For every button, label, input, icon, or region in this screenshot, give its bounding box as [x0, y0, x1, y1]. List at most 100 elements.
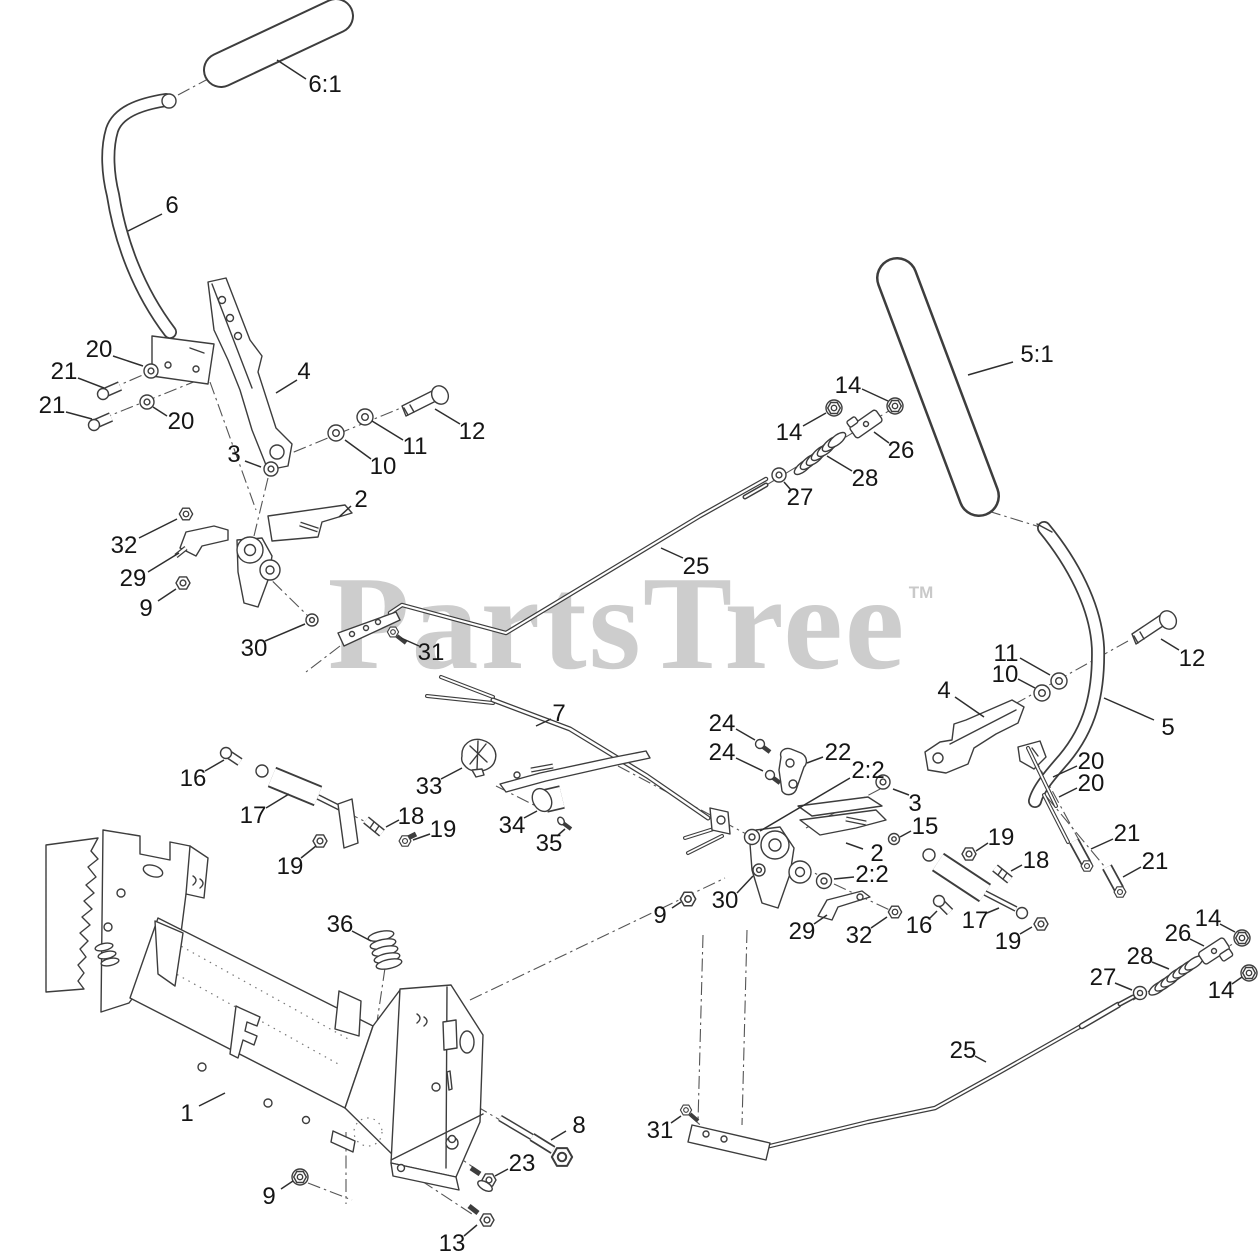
callout-label-19-22: 19	[277, 853, 304, 880]
callout-label-24-49: 24	[709, 739, 736, 766]
callout-leader-12	[138, 518, 178, 539]
callout-label-21-47: 21	[1142, 848, 1169, 875]
screw-24-b	[764, 769, 782, 785]
screw-23	[469, 1165, 497, 1192]
callout-leader-6	[275, 379, 298, 394]
callout-label-21-3: 21	[51, 358, 78, 385]
bushing-2-2-b	[815, 872, 833, 890]
callout-leader-53	[899, 830, 912, 838]
callout-label-3-10: 3	[227, 441, 240, 468]
callout-label-17-58: 17	[962, 907, 989, 934]
callout-label-12-39: 12	[1179, 645, 1206, 672]
part-pivot-assembly-2-right	[679, 774, 954, 921]
part-mount-plate-6	[151, 335, 215, 385]
part-screw-35	[557, 816, 573, 831]
part-brake-bracket-4-left	[207, 277, 293, 471]
callout-leader-62	[813, 914, 828, 925]
callout-label-10-41: 10	[992, 661, 1019, 688]
callout-label-5:1-33: 5:1	[1020, 341, 1053, 368]
callout-label-28-67: 28	[1127, 943, 1154, 970]
spring-28-a	[793, 431, 847, 476]
callout-label-20-5: 20	[168, 408, 195, 435]
callout-label-20-2: 20	[86, 336, 113, 363]
screw-31-b	[679, 1104, 700, 1123]
callout-leader-5	[152, 406, 168, 417]
callout-leader-43	[954, 696, 985, 718]
callout-label-21-46: 21	[1114, 820, 1141, 847]
callout-leader-10	[244, 460, 262, 468]
callout-label-6:1-0: 6:1	[308, 71, 341, 98]
part-shift-lever-7	[425, 675, 711, 821]
callout-leader-46	[1090, 838, 1114, 850]
callout-leader-23	[440, 767, 463, 780]
callout-label-20-45: 20	[1078, 770, 1105, 797]
callout-label-2-54: 2	[870, 840, 883, 867]
callout-label-12-7: 12	[459, 418, 486, 445]
callout-label-24-48: 24	[709, 710, 736, 737]
callout-label-35-25: 35	[536, 830, 563, 857]
part-handle-tube-6	[101, 93, 177, 339]
callout-label-2-11: 2	[354, 486, 367, 513]
callout-leader-42	[1103, 697, 1155, 721]
callout-leader-71	[670, 1115, 682, 1124]
callout-label-28-37: 28	[852, 465, 879, 492]
callout-label-30-61: 30	[712, 887, 739, 914]
bolt-21-c	[1069, 838, 1094, 872]
callout-label-1-28: 1	[180, 1100, 193, 1127]
callout-label-25-70: 25	[950, 1037, 977, 1064]
watermark-tm: TM	[909, 583, 934, 602]
frame-fasteners	[291, 1114, 574, 1227]
callout-label-9-14: 9	[139, 595, 152, 622]
callout-leader-32	[463, 1224, 478, 1237]
part-pivot-assembly-2-left	[174, 504, 353, 627]
washer-15	[887, 832, 901, 846]
bolt-16-b	[932, 894, 954, 916]
callout-label-14-66: 14	[1195, 905, 1222, 932]
part-damper-17-left	[219, 746, 418, 849]
callout-label-2:2-51: 2:2	[851, 757, 884, 784]
callout-label-23-30: 23	[509, 1150, 536, 1177]
callout-label-36-27: 36	[327, 911, 354, 938]
callout-leader-30	[494, 1168, 509, 1177]
callout-leader-64	[929, 910, 938, 919]
fitting-18-a	[363, 816, 385, 837]
callout-leader-45	[1058, 787, 1078, 798]
callout-label-16-64: 16	[906, 912, 933, 939]
callout-label-34-24: 34	[499, 812, 526, 839]
pin-20-c	[1026, 746, 1058, 808]
screw-24-a	[754, 738, 772, 754]
callout-label-5-42: 5	[1161, 714, 1174, 741]
callout-leader-56	[975, 842, 989, 852]
callout-label-9-60: 9	[653, 902, 666, 929]
callout-leader-4	[65, 411, 93, 420]
callout-label-19-56: 19	[988, 824, 1015, 851]
callout-leader-34	[861, 388, 889, 402]
callout-label-26-65: 26	[1165, 920, 1192, 947]
callout-label-6-1: 6	[165, 192, 178, 219]
callout-leader-47	[1122, 866, 1142, 878]
callout-leader-40	[1019, 657, 1051, 676]
part-knob-33	[460, 738, 497, 778]
callout-leader-26	[535, 718, 552, 727]
bolt-8	[498, 1114, 574, 1167]
callout-label-19-59: 19	[995, 928, 1022, 955]
part-grip-6-1	[203, 0, 354, 88]
trunnion-26-b	[1198, 937, 1234, 965]
callout-leader-13	[147, 552, 180, 573]
callout-label-32-63: 32	[846, 922, 873, 949]
callout-label-4-43: 4	[937, 677, 950, 704]
watermark-text: PartsTree	[328, 549, 907, 697]
callout-leader-44	[1052, 765, 1078, 778]
callout-leader-41	[1017, 678, 1036, 689]
part-frame-weldment	[45, 829, 484, 1191]
callout-label-2:2-55: 2:2	[855, 861, 888, 888]
callout-label-30-15: 30	[241, 635, 268, 662]
part-brake-bracket-4-right	[924, 699, 1025, 774]
callout-leader-57	[1010, 864, 1023, 872]
callout-label-11-40: 11	[994, 640, 1019, 667]
screw-13	[467, 1204, 495, 1227]
callout-label-14-69: 14	[1208, 977, 1235, 1004]
callout-leader-69	[1231, 976, 1243, 985]
